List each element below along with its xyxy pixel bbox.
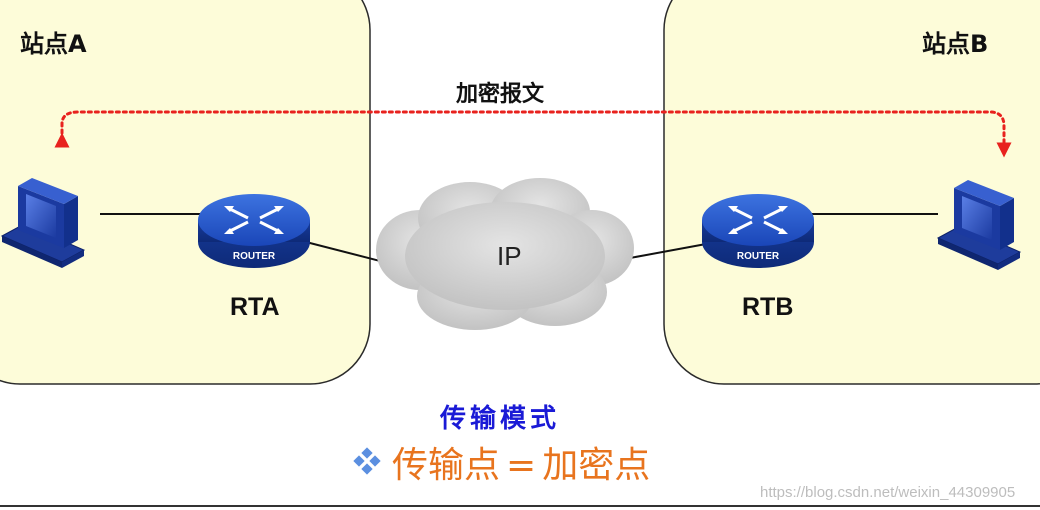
router-rta-icon: ROUTER (196, 192, 312, 270)
ip-cloud (376, 178, 634, 330)
router-rta-badge: ROUTER (233, 251, 276, 262)
watermark-url: https://blog.csdn.net/weixin_44309905 (760, 484, 1016, 501)
encrypted-path-arrow (54, 110, 1012, 158)
router-rta-label: RTA (230, 293, 280, 321)
bullet-diamond-icon (353, 447, 381, 475)
site-b-title: 站点B (922, 30, 989, 58)
formula-left: 传输点 (392, 445, 501, 486)
router-rtb-icon: ROUTER (700, 192, 816, 270)
site-b-region (663, 0, 1040, 385)
link-cloud-rtb (629, 243, 707, 259)
site-a-title: 站点A (20, 30, 87, 58)
encrypted-message-label: 加密报文 (456, 82, 545, 107)
ip-cloud-label: IP (497, 241, 522, 271)
formula-equals: = (506, 445, 537, 486)
link-rta-cloud (305, 241, 385, 263)
router-rtb-label: RTB (742, 293, 794, 321)
site-a-region (0, 0, 371, 385)
router-rtb-badge: ROUTER (737, 251, 780, 262)
formula-right: 加密点 (542, 445, 651, 486)
formula: 传输点=加密点 (392, 436, 650, 488)
transport-mode-title: 传输模式 (440, 404, 561, 434)
